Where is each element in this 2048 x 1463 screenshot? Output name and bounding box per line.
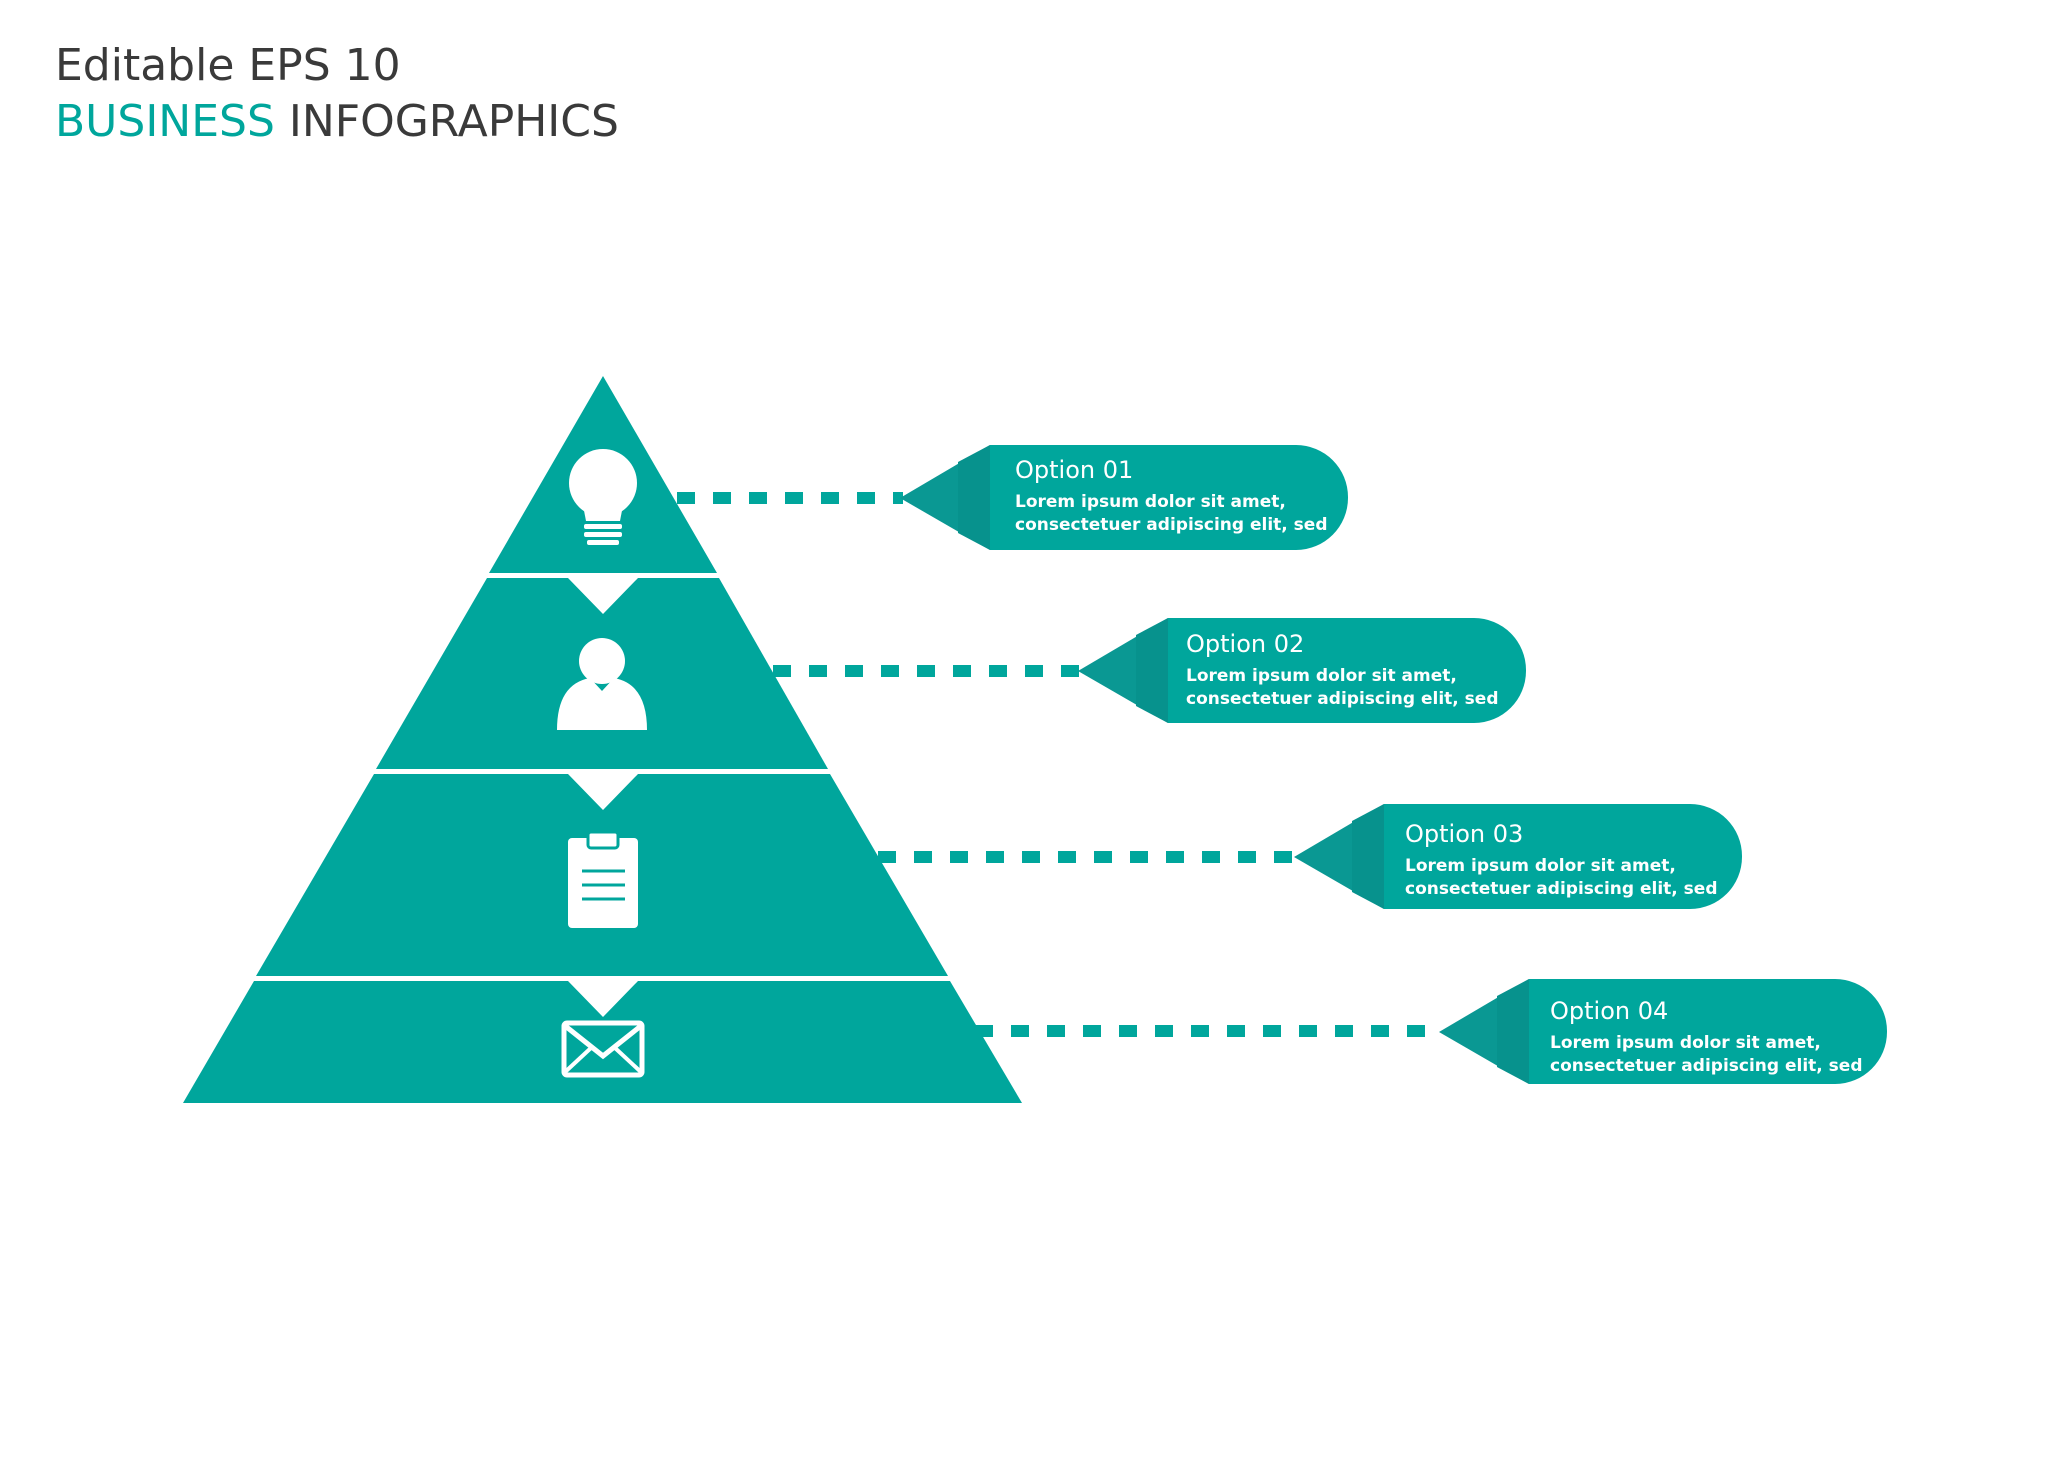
option-desc-line2: consectetuer adipiscing elit, sed <box>1405 879 1717 899</box>
option-card-4[interactable]: Option 04 Lorem ipsum dolor sit amet, co… <box>1439 979 1887 1084</box>
option-title: Option 02 <box>1186 630 1304 658</box>
option-desc-line2: consectetuer adipiscing elit, sed <box>1186 689 1498 709</box>
option-card-3[interactable]: Option 03 Lorem ipsum dolor sit amet, co… <box>1294 804 1742 909</box>
option-title: Option 03 <box>1405 820 1523 848</box>
user-icon <box>557 638 647 730</box>
clipboard-icon <box>568 830 638 928</box>
option-card-1[interactable]: Option 01 Lorem ipsum dolor sit amet, co… <box>900 445 1348 550</box>
option-desc-line1: Lorem ipsum dolor sit amet, <box>1405 856 1676 876</box>
level-divider-notch-3 <box>568 981 638 1017</box>
header-subtitle-rest: INFOGRAPHICS <box>288 96 619 147</box>
lightbulb-icon <box>569 449 637 545</box>
level-divider-notch-1 <box>568 578 638 614</box>
header-subtitle: BUSINESS INFOGRAPHICS <box>55 96 619 147</box>
option-desc-line1: Lorem ipsum dolor sit amet, <box>1015 492 1286 512</box>
pyramid-level-4[interactable] <box>183 981 1022 1103</box>
option-title: Option 04 <box>1550 997 1668 1025</box>
header-subtitle-accent: BUSINESS <box>55 96 275 147</box>
level-divider-notch-2 <box>568 774 638 810</box>
envelope-icon <box>561 1020 645 1078</box>
option-desc-line1: Lorem ipsum dolor sit amet, <box>1186 666 1457 686</box>
header-title: Editable EPS 10 <box>55 40 401 91</box>
option-desc-line1: Lorem ipsum dolor sit amet, <box>1550 1033 1821 1053</box>
option-title: Option 01 <box>1015 456 1133 484</box>
option-desc-line2: consectetuer adipiscing elit, sed <box>1550 1056 1862 1076</box>
option-card-2[interactable]: Option 02 Lorem ipsum dolor sit amet, co… <box>1078 618 1526 723</box>
option-desc-line2: consectetuer adipiscing elit, sed <box>1015 515 1327 535</box>
